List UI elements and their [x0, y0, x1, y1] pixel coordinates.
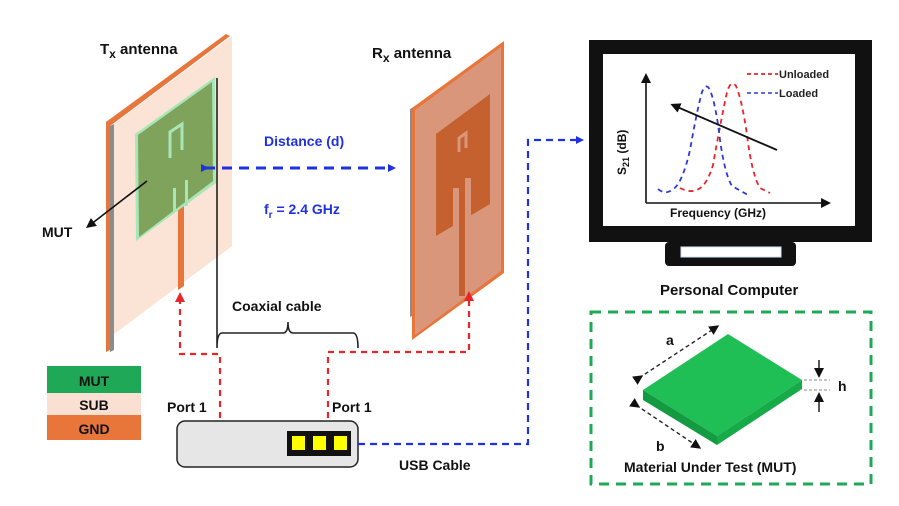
tx-antenna-label: Tx antenna — [100, 41, 178, 61]
personal-computer: Unloaded Loaded Frequency (GHz) S21 (dB) — [589, 40, 872, 266]
vna-port-2[interactable] — [313, 436, 326, 450]
dim-b-arrow — [629, 398, 702, 449]
rx-antenna-label: Rx antenna — [372, 45, 452, 65]
coax-cable-rx — [326, 291, 474, 418]
legend-gnd-swatch — [47, 415, 141, 440]
rx-antenna — [410, 41, 504, 340]
coaxial-brace — [216, 78, 359, 349]
legend-sub-label: SUB — [79, 397, 109, 413]
mut-slab-side — [717, 380, 802, 445]
plot-ylabel: S21 (dB) — [615, 130, 631, 175]
rx-feedline — [459, 200, 465, 296]
legend-mut-swatch — [47, 366, 141, 393]
frequency-label: fr = 2.4 GHz — [264, 201, 340, 221]
tx-slot-left — [173, 188, 176, 212]
dim-a-label: a — [666, 332, 674, 348]
usb-cable — [358, 136, 584, 446]
legend-mut-label: MUT — [79, 373, 110, 389]
port-right-label: Port 1 — [332, 399, 372, 415]
plot-xlabel: Frequency (GHz) — [670, 206, 766, 220]
tx-mut-patch-inner — [138, 82, 213, 237]
tx-slot-top — [168, 121, 184, 158]
mut-pointer-label: MUT — [42, 224, 73, 240]
vna-port-1[interactable] — [292, 436, 305, 450]
layer-legend: MUT SUB GND — [47, 366, 141, 440]
tx-feedline — [178, 206, 184, 290]
vna-port-3[interactable] — [334, 436, 347, 450]
legend-gnd-label: GND — [78, 421, 109, 437]
port-left-label: Port 1 — [167, 399, 207, 415]
dim-h-label: h — [838, 378, 847, 394]
mut-box — [589, 310, 873, 486]
legend-sub-swatch — [47, 393, 141, 415]
monitor-stand-slot — [680, 246, 782, 258]
tx-substrate-lower — [114, 160, 232, 334]
coax-cable-tx — [175, 292, 222, 418]
rx-slot-left — [453, 188, 459, 242]
personal-computer-label: Personal Computer — [660, 282, 799, 299]
tx-slot-right — [185, 180, 188, 206]
tx-ground-side — [110, 124, 114, 352]
legend-loaded-label: Loaded — [779, 88, 818, 100]
dim-a-arrow — [632, 325, 720, 385]
distance-label: Distance (d) — [264, 133, 344, 149]
rx-slot-top — [457, 130, 468, 152]
legend-unloaded-label: Unloaded — [779, 69, 829, 81]
mut-box-title: Material Under Test (MUT) — [624, 459, 796, 475]
dim-b-label: b — [656, 438, 665, 454]
rx-slot-right — [465, 178, 471, 230]
coaxial-cable-label: Coaxial cable — [232, 298, 322, 314]
shift-arrow — [670, 103, 778, 151]
vna-device — [176, 420, 359, 468]
mut-slab-top — [643, 334, 802, 436]
tx-antenna — [106, 34, 232, 352]
curve-loaded — [657, 85, 749, 196]
mut-pointer-arrow — [86, 180, 148, 229]
mut-slab — [643, 334, 802, 445]
usb-cable-label: USB Cable — [399, 457, 471, 473]
rx-patch — [436, 94, 490, 236]
